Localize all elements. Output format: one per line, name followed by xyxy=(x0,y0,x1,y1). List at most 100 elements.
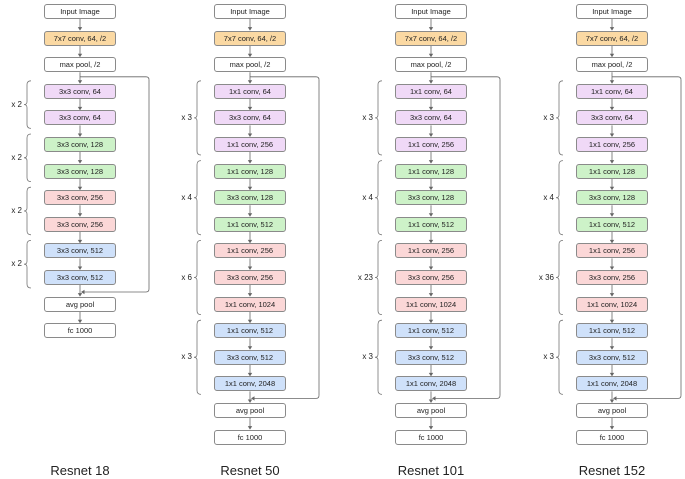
arrow-head-icon xyxy=(77,213,83,217)
conv-layer-block: 1x1 conv, 256 xyxy=(395,243,467,259)
fc-block: fc 1000 xyxy=(44,323,116,339)
arrow-head-icon xyxy=(609,239,615,244)
arrow-head-icon xyxy=(428,160,434,164)
arrow-head-icon xyxy=(247,213,253,217)
arrow-head-icon xyxy=(428,426,434,430)
arrow-head-icon xyxy=(613,396,617,401)
conv-layer-block: 3x3 conv, 128 xyxy=(395,190,467,206)
stage-repeat-label: x 3 xyxy=(543,352,554,362)
conv-layer-block: 1x1 conv, 2048 xyxy=(214,376,286,392)
arrow-head-icon xyxy=(77,266,83,270)
conv-layer-block: 1x1 conv, 512 xyxy=(576,216,648,232)
conv-layer-block: 1x1 conv, 256 xyxy=(214,137,286,152)
arrow-head-icon xyxy=(428,266,434,270)
stage-repeat-label: x 4 xyxy=(362,192,373,202)
conv-layer-block: 3x3 conv, 64 xyxy=(214,110,286,126)
conv-layer-block: 1x1 conv, 256 xyxy=(576,243,648,259)
conv-layer-block: 1x1 conv, 512 xyxy=(214,323,286,339)
conv-layer-block: 3x3 conv, 64 xyxy=(44,110,116,126)
conv-layer-block: 1x1 conv, 512 xyxy=(395,323,467,339)
arrow-head-icon xyxy=(428,133,434,137)
skip-connection-corner xyxy=(315,76,320,399)
arrow-head-icon xyxy=(428,53,434,58)
repeat-brace xyxy=(23,133,32,182)
repeat-brace xyxy=(193,160,202,236)
conv-layer-block: 1x1 conv, 1024 xyxy=(214,296,286,312)
arrow-head-icon xyxy=(247,293,253,297)
arrow-head-icon xyxy=(247,53,253,58)
arrow-head-icon xyxy=(428,80,434,84)
skip-connection-corner xyxy=(145,76,150,293)
arrow-head-icon xyxy=(609,106,615,111)
conv-layer-block: 1x1 conv, 128 xyxy=(395,163,467,179)
fc-block: fc 1000 xyxy=(576,429,648,445)
repeat-brace xyxy=(23,240,32,289)
stage-repeat-label: x 23 xyxy=(357,272,373,282)
conv-layer-block: 3x3 conv, 128 xyxy=(44,137,116,152)
repeat-brace xyxy=(23,80,32,129)
conv-layer-block: 1x1 conv, 128 xyxy=(214,163,286,179)
conv-layer-block: 3x3 conv, 64 xyxy=(44,83,116,99)
conv-layer-block: 3x3 conv, 512 xyxy=(44,270,116,285)
arrow-head-icon xyxy=(609,372,615,377)
arrow-head-icon xyxy=(247,346,253,350)
stage-repeat-label: x 4 xyxy=(543,192,554,202)
arrow-head-icon xyxy=(77,319,83,324)
arrow-head-icon xyxy=(609,319,615,324)
conv-layer-block: 1x1 conv, 512 xyxy=(214,216,286,232)
avg-pool-block: avg pool xyxy=(576,403,648,418)
avg-pool-block: avg pool xyxy=(395,403,467,418)
repeat-brace xyxy=(374,80,383,156)
conv-layer-block: 3x3 conv, 128 xyxy=(576,190,648,206)
stem-conv-block: 7x7 conv, 64, /2 xyxy=(395,30,467,46)
arrow-head-icon xyxy=(247,133,253,137)
network-title: Resnet 101 xyxy=(397,463,465,478)
input-image-block: Input Image xyxy=(214,4,286,19)
conv-layer-block: 3x3 conv, 256 xyxy=(395,270,467,285)
stem-conv-block: 7x7 conv, 64, /2 xyxy=(576,30,648,46)
conv-layer-block: 1x1 conv, 256 xyxy=(576,137,648,152)
repeat-brace xyxy=(374,160,383,236)
stage-repeat-label: x 3 xyxy=(362,112,373,122)
arrow-head-icon xyxy=(609,426,615,430)
repeat-brace xyxy=(555,160,564,236)
max-pool-block: max pool, /2 xyxy=(44,57,116,73)
arrow-head-icon xyxy=(77,186,83,191)
arrow-head-icon xyxy=(247,399,253,403)
stage-repeat-label: x 2 xyxy=(11,206,22,215)
arrow-head-icon xyxy=(247,160,253,164)
stage-repeat-label: x 2 xyxy=(11,152,22,162)
conv-layer-block: 3x3 conv, 64 xyxy=(395,110,467,126)
arrow-head-icon xyxy=(428,213,434,217)
stage-repeat-label: x 3 xyxy=(181,112,192,122)
conv-layer-block: 3x3 conv, 64 xyxy=(576,110,648,126)
conv-layer-block: 1x1 conv, 128 xyxy=(576,163,648,179)
arrow-head-icon xyxy=(609,346,615,350)
avg-pool-block: avg pool xyxy=(44,296,116,312)
conv-layer-block: 3x3 conv, 512 xyxy=(395,349,467,365)
conv-layer-block: 3x3 conv, 256 xyxy=(44,216,116,232)
conv-layer-block: 3x3 conv, 512 xyxy=(44,243,116,259)
arrow-head-icon xyxy=(247,319,253,324)
conv-layer-block: 1x1 conv, 1024 xyxy=(576,296,648,312)
conv-layer-block: 3x3 conv, 512 xyxy=(214,349,286,365)
repeat-brace xyxy=(555,240,564,315)
arrow-head-icon xyxy=(609,266,615,270)
arrow-head-icon xyxy=(609,293,615,297)
stage-repeat-label: x 2 xyxy=(11,259,22,269)
conv-layer-block: 1x1 conv, 2048 xyxy=(395,376,467,392)
arrow-head-icon xyxy=(609,399,615,403)
skip-connection-corner xyxy=(496,76,501,399)
stage-repeat-label: x 4 xyxy=(181,192,192,202)
avg-pool-block: avg pool xyxy=(214,403,286,418)
arrow-head-icon xyxy=(247,266,253,270)
repeat-brace xyxy=(374,319,383,395)
arrow-head-icon xyxy=(77,53,83,58)
repeat-brace xyxy=(193,80,202,156)
arrow-head-icon xyxy=(247,372,253,377)
conv-layer-block: 3x3 conv, 256 xyxy=(44,190,116,206)
repeat-brace xyxy=(193,240,202,315)
skip-connection-corner xyxy=(677,76,682,399)
repeat-brace xyxy=(555,319,564,395)
arrow-head-icon xyxy=(81,289,85,295)
